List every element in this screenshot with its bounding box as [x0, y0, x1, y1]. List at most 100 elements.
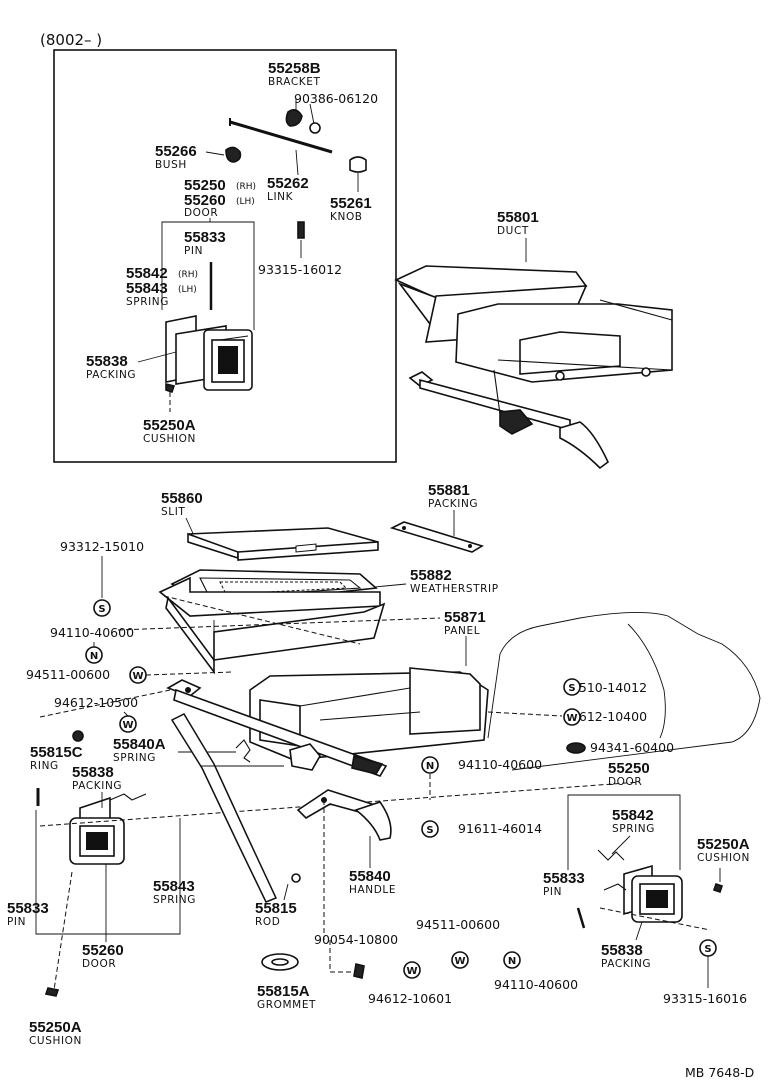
- svg-text:N: N: [508, 956, 516, 967]
- slit-drawing: [187, 527, 379, 561]
- w-symbol-5: W: [403, 961, 421, 979]
- cushion-right-drawing: [712, 882, 724, 894]
- leader: [137, 351, 177, 363]
- knob-part-number: 55261: [330, 195, 372, 212]
- screw-93315-label: 93315-16016: [663, 991, 747, 1006]
- pin-right-part-number: 55833: [543, 870, 585, 887]
- pin-left-bracket: [35, 810, 181, 935]
- weatherstrip-part-name: WEATHERSTRIP: [410, 583, 499, 595]
- spring-lh-tag: (LH): [178, 285, 197, 295]
- right-door-assembly-drawing: [576, 849, 683, 929]
- svg-text:W: W: [454, 956, 465, 967]
- ring-drawing: [72, 730, 84, 742]
- spring-lh-part-number: 55843: [126, 280, 168, 297]
- cushion-drawing: [165, 382, 176, 394]
- screw-90386-label: 90386-06120: [294, 91, 378, 106]
- door-right-part-name: DOOR: [608, 776, 642, 788]
- cushion-right-part-name: CUSHION: [697, 852, 750, 864]
- svg-text:W: W: [122, 720, 133, 731]
- cushion-left-drawing: [44, 987, 60, 997]
- cushion-left-part-name: CUSHION: [29, 1035, 82, 1047]
- slit-part-number: 55860: [161, 490, 203, 507]
- packing-top-part-number: 55881: [428, 482, 470, 499]
- grommet-part-name: GROMMET: [257, 999, 316, 1011]
- leader: [295, 149, 299, 176]
- panel-drawing: [158, 576, 386, 675]
- svg-text:W: W: [132, 671, 143, 682]
- link-part-name: LINK: [267, 191, 294, 203]
- knob-drawing: [349, 156, 367, 173]
- s-symbol-4: S: [699, 939, 717, 957]
- screw-91611-label: 91611-46014: [458, 821, 542, 836]
- svg-text:N: N: [90, 651, 98, 662]
- cushion-part-name: CUSHION: [143, 433, 196, 445]
- body-outline-drawing: [487, 612, 761, 771]
- washer-94511-b-label: 94511-00600: [416, 917, 500, 932]
- packing-part-name: PACKING: [86, 369, 136, 381]
- pin-left-part-number: 55833: [7, 900, 49, 917]
- screw-93312-label: 93312-15010: [60, 539, 144, 554]
- handle-drawing: [296, 789, 392, 841]
- washer-94612-a-label: 94612-10500: [54, 695, 138, 710]
- packing-strip-drawing: [389, 521, 484, 553]
- door-rh-tag: (RH): [236, 182, 256, 192]
- packing-right-part-number: 55838: [601, 942, 643, 959]
- w-symbol-2: W: [119, 715, 137, 733]
- s-symbol-3: S: [421, 820, 439, 838]
- door-bracket-line: [161, 221, 255, 330]
- pin-left-part-name: PIN: [7, 916, 26, 928]
- pin-right-part-name: PIN: [543, 886, 562, 898]
- packing-left-part-number: 55838: [72, 764, 114, 781]
- cushion-part-number: 55250A: [143, 417, 196, 434]
- pin-part-number: 55833: [184, 229, 226, 246]
- ring-part-number: 55815C: [30, 744, 83, 761]
- model-range-label: (8002– ): [40, 31, 102, 49]
- leader: [205, 151, 225, 156]
- svg-text:W: W: [566, 713, 577, 724]
- svg-text:S: S: [98, 604, 105, 615]
- w-symbol-3: W: [563, 708, 581, 726]
- figure-code: MB 7648-D: [685, 1065, 754, 1080]
- svg-text:S: S: [426, 825, 433, 836]
- panel-part-number: 55871: [444, 609, 486, 626]
- clip-drawing: [297, 221, 305, 239]
- door-left-part-name: DOOR: [82, 958, 116, 970]
- leader: [309, 103, 315, 125]
- lower-duct-assembly-drawing: [166, 667, 489, 777]
- left-door-assembly-drawing: [69, 793, 147, 865]
- spring-rh-tag: (RH): [178, 270, 198, 280]
- duct-part-number: 55801: [497, 209, 539, 226]
- spring-left-part-number: 55843: [153, 878, 195, 895]
- spring-right-part-number: 55842: [612, 807, 654, 824]
- screw-93510-label: 93510-14012: [563, 680, 647, 695]
- screw-90054-label: 90054-10800: [314, 932, 398, 947]
- rod-drawing: [170, 713, 301, 903]
- panel-part-name: PANEL: [444, 625, 480, 637]
- w-symbol-1: W: [129, 666, 147, 684]
- knob-part-name: KNOB: [330, 211, 363, 223]
- n-symbol-3: N: [503, 951, 521, 969]
- door-lh-tag: (LH): [236, 197, 255, 207]
- door-part-name: DOOR: [184, 207, 218, 219]
- rod-part-name: ROD: [255, 916, 280, 928]
- grommet-small-drawing: [566, 742, 586, 754]
- cushion-right-part-number: 55250A: [697, 836, 750, 853]
- nut-94110-c-label: 94110-40600: [494, 977, 578, 992]
- weatherstrip-part-number: 55882: [410, 567, 452, 584]
- washer-94612-b-label: 94612-10400: [563, 709, 647, 724]
- n-symbol-1: N: [85, 646, 103, 664]
- bush-part-name: BUSH: [155, 159, 187, 171]
- bush-drawing: [225, 146, 242, 163]
- packing-top-part-name: PACKING: [428, 498, 478, 510]
- washer-94612-c-label: 94612-10601: [368, 991, 452, 1006]
- spring-right-part-name: SPRING: [612, 823, 655, 835]
- spring-55840a-part-number: 55840A: [113, 736, 166, 753]
- bracket-part-number: 55258B: [268, 60, 321, 77]
- door-lh-part-number: 55260: [184, 192, 226, 209]
- clip-93315-label: 93315-16012: [258, 262, 342, 277]
- svg-text:S: S: [568, 683, 575, 694]
- spring-55840a-part-name: SPRING: [113, 752, 156, 764]
- slit-part-name: SLIT: [161, 506, 185, 518]
- nut-94110-b-label: 94110-40600: [458, 757, 542, 772]
